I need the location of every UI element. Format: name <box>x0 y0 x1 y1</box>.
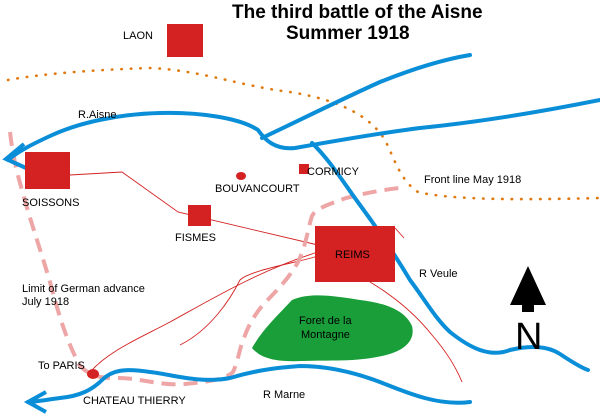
town-chateau-thierry-marker <box>87 369 99 379</box>
label-cormicy: CORMICY <box>307 166 360 178</box>
label-soissons: SOISSONS <box>22 197 79 209</box>
marne-arrowhead-icon <box>23 390 47 414</box>
label-forest-line2: Montagne <box>301 329 350 341</box>
town-bouvancourt-marker <box>236 172 246 180</box>
towns <box>25 24 395 379</box>
forest-montagne-de-reims <box>252 295 413 362</box>
town-laon-marker <box>167 24 203 57</box>
label-river-aisne: R.Aisne <box>78 109 117 121</box>
road-reims-south <box>179 255 319 346</box>
label-advance-line2: July 1918 <box>22 296 69 308</box>
label-river-marne: R Marne <box>263 389 305 401</box>
road-reims-epernay <box>369 281 463 383</box>
label-reims: REIMS <box>335 249 370 261</box>
road-reims-northeast <box>394 227 405 239</box>
label-advance-line1: Limit of German advance <box>22 283 145 295</box>
river-aisne-north-branch <box>260 53 472 140</box>
town-cormicy-marker <box>299 164 309 174</box>
label-river-veule: R Veule <box>419 268 458 280</box>
front-line-may-1918 <box>6 66 600 201</box>
rivers <box>6 53 600 405</box>
town-fismes-marker <box>188 205 211 226</box>
river-marne <box>26 364 472 405</box>
label-to-paris: To PARIS <box>38 360 85 372</box>
aisne-arrowhead-icon <box>2 142 27 170</box>
road-reims-chateau <box>89 251 319 373</box>
town-reims-marker <box>315 226 395 282</box>
label-front-line: Front line May 1918 <box>424 174 521 186</box>
label-forest-line1: Foret de la <box>299 315 352 327</box>
label-laon: LAON <box>123 30 153 42</box>
label-fismes: FISMES <box>175 232 216 244</box>
label-bouvancourt: BOUVANCOURT <box>215 183 300 195</box>
town-soissons-marker <box>25 152 70 189</box>
north-label: N <box>515 316 542 358</box>
river-aisne <box>6 98 600 162</box>
river-veule <box>310 141 590 372</box>
road-soissons-reims <box>69 171 319 246</box>
label-chateau-thierry: CHATEAU THIERRY <box>83 395 186 407</box>
limit-german-advance-july-1918 <box>8 131 401 387</box>
roads <box>69 171 463 383</box>
north-arrow-icon <box>510 266 546 312</box>
map-title-line1: The third battle of the Aisne <box>232 2 483 23</box>
map-title-line2: Summer 1918 <box>286 23 410 44</box>
